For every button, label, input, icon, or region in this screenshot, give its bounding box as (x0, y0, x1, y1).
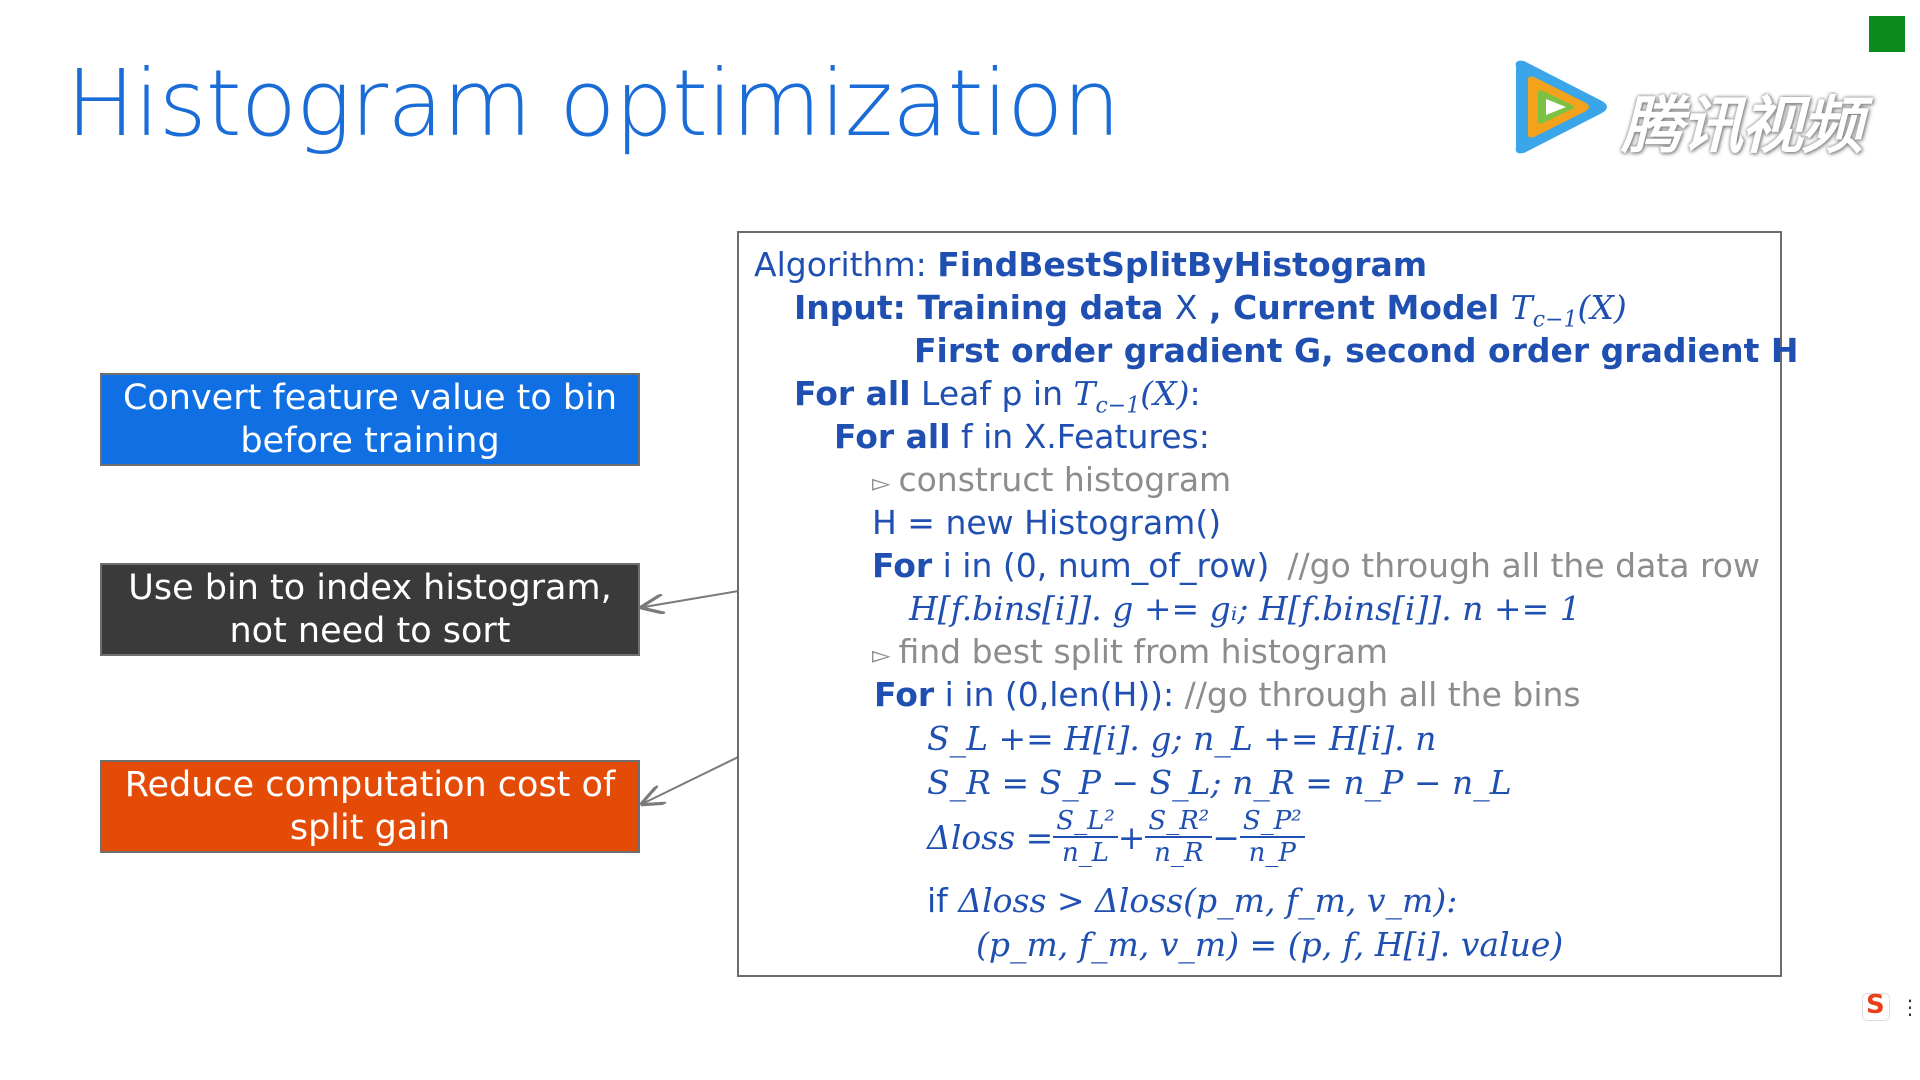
if-condition: Δloss > Δloss(p_m, f_m, v_m): (958, 881, 1458, 920)
algorithm-header: Algorithm: FindBestSplitByHistogram (754, 245, 1427, 284)
loop-bins: For i in (0,len(H)): //go through all th… (874, 675, 1581, 714)
sogou-ime-icon[interactable] (1862, 993, 1890, 1021)
for-keyword: For (872, 546, 933, 585)
for-all-keyword: For all (794, 374, 911, 413)
logo-text: 腾讯视频 (1621, 89, 1863, 162)
loop-features: For all f in X.Features: (834, 417, 1210, 456)
delta-loss-lhs: Δloss = (927, 817, 1054, 857)
sogou-menu-icon[interactable]: ⋮ (1900, 997, 1920, 1019)
fraction-parent-den: n_P (1248, 838, 1296, 868)
loop-rows-text: i in (0, num_of_row) (932, 546, 1270, 585)
leaf-colon: : (1189, 374, 1201, 413)
callout-reduce-cost: Reduce computation cost of split gain (100, 760, 640, 853)
model-symbol: T (1510, 288, 1533, 327)
new-histogram-line: H = new Histogram() (872, 503, 1222, 542)
input-keyword: Input: Training data (794, 288, 1175, 327)
callout-bin-index-text: Use bin to index histogram, not need to … (128, 567, 612, 651)
for-all-keyword-2: For all (834, 417, 951, 456)
triangle-icon-2: ▻ (872, 641, 891, 669)
comment-construct-text: construct histogram (898, 460, 1232, 499)
loop-leaves: For all Leaf p in Tc−1(X): (794, 374, 1201, 419)
features-text: f in X.Features: (950, 417, 1210, 456)
play-icon (1515, 60, 1607, 154)
algorithm-gradients: First order gradient G, second order gra… (914, 331, 1799, 370)
slide-title: Histogram optimization (66, 50, 1121, 157)
for-keyword-2: For (874, 675, 935, 714)
sogou-s-icon: S (1866, 990, 1885, 1020)
fraction-right-num: S_R² (1145, 806, 1213, 838)
algorithm-label: Algorithm: (754, 245, 938, 284)
if-condition-line: if Δloss > Δloss(p_m, f_m, v_m): (927, 881, 1457, 920)
histogram-update-line: H[f.bins[i]]. g += gᵢ; H[f.bins[i]]. n +… (909, 589, 1581, 628)
tencent-video-logo: 腾讯视频 (1506, 55, 1866, 162)
fraction-parent-num: S_P² (1239, 806, 1305, 838)
plus-sign: + (1117, 817, 1146, 857)
comment-find-text: find best split from histogram (898, 632, 1388, 671)
leaf-text: Leaf p in (910, 374, 1074, 413)
input-current-model: , Current Model (1197, 288, 1511, 327)
callout-convert-feature-text: Convert feature value to bin before trai… (122, 377, 618, 461)
loop-bins-text: i in (0,len(H)): (934, 675, 1185, 714)
callout-convert-feature: Convert feature value to bin before trai… (100, 373, 640, 466)
sr-update-line: S_R = S_P − S_L; n_R = n_P − n_L (927, 763, 1512, 802)
fraction-left-den: n_L (1062, 838, 1110, 868)
fraction-left-num: S_L² (1053, 806, 1118, 838)
comment-construct-histogram: ▻construct histogram (872, 460, 1231, 499)
model-arg: (X) (1577, 288, 1627, 327)
callout-bin-index: Use bin to index histogram, not need to … (100, 563, 640, 656)
model-arg-2: (X) (1140, 374, 1190, 413)
model-subscript-2: c−1 (1095, 393, 1141, 419)
callout-reduce-cost-text: Reduce computation cost of split gain (124, 764, 616, 848)
loop-rows: For i in (0, num_of_row) //go through all… (872, 546, 1760, 585)
sl-update-line: S_L += H[i]. g; n_L += H[i]. n (927, 719, 1437, 758)
algorithm-name: FindBestSplitByHistogram (937, 245, 1428, 284)
comment-find-split: ▻find best split from histogram (872, 632, 1388, 671)
assign-best-split-line: (p_m, f_m, v_m) = (p, f, H[i]. value) (976, 925, 1564, 964)
algorithm-box: Algorithm: FindBestSplitByHistogram Inpu… (737, 231, 1799, 977)
fraction-right-den: n_R (1154, 838, 1204, 868)
model-subscript: c−1 (1532, 307, 1578, 333)
algorithm-input: Input: Training data X , Current Model T… (794, 288, 1627, 333)
minus-sign: − (1212, 817, 1240, 857)
comment-bins: //go through all the bins (1184, 675, 1581, 714)
triangle-icon: ▻ (872, 469, 891, 497)
corner-green-square (1869, 16, 1905, 52)
if-keyword: if (927, 881, 959, 920)
model-symbol-2: T (1073, 374, 1096, 413)
input-x: X (1174, 288, 1198, 327)
comment-rows: //go through all the data row (1287, 546, 1760, 585)
